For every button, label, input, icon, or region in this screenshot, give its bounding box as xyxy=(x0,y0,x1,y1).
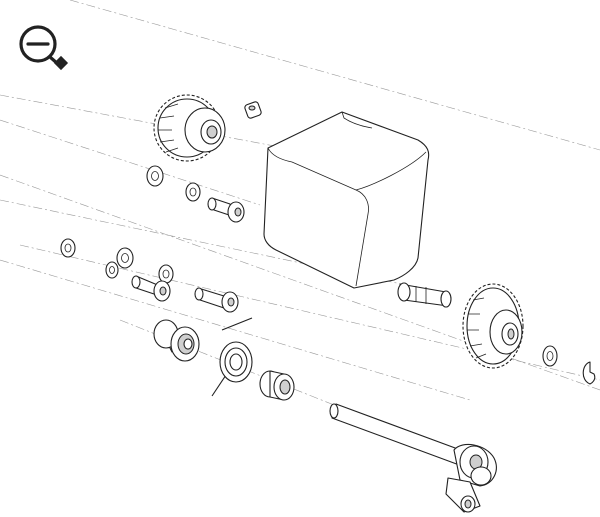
spacer-bushing xyxy=(259,370,295,401)
washer-pair xyxy=(105,247,134,279)
lower-cap-screw-right xyxy=(194,287,239,313)
upper-cap-screw xyxy=(207,197,245,223)
upper-washer xyxy=(146,165,164,187)
right-washer xyxy=(542,345,558,367)
upper-spur-gear xyxy=(153,94,226,162)
output-shaft-assembly xyxy=(329,403,497,513)
retaining-e-clip xyxy=(582,361,596,385)
zoom-out-button[interactable] xyxy=(14,22,78,82)
set-screw xyxy=(244,101,262,119)
flanged-bushing xyxy=(153,319,200,362)
upper-lock-washer xyxy=(185,182,201,202)
lower-spur-gear xyxy=(462,283,524,369)
zoom-out-magnifier-icon xyxy=(19,25,69,71)
motor-housing xyxy=(263,111,430,289)
left-washer xyxy=(60,238,76,258)
lower-cap-screw-left xyxy=(131,264,174,302)
torsion-spring xyxy=(211,317,253,397)
motor-shaft xyxy=(397,282,452,308)
